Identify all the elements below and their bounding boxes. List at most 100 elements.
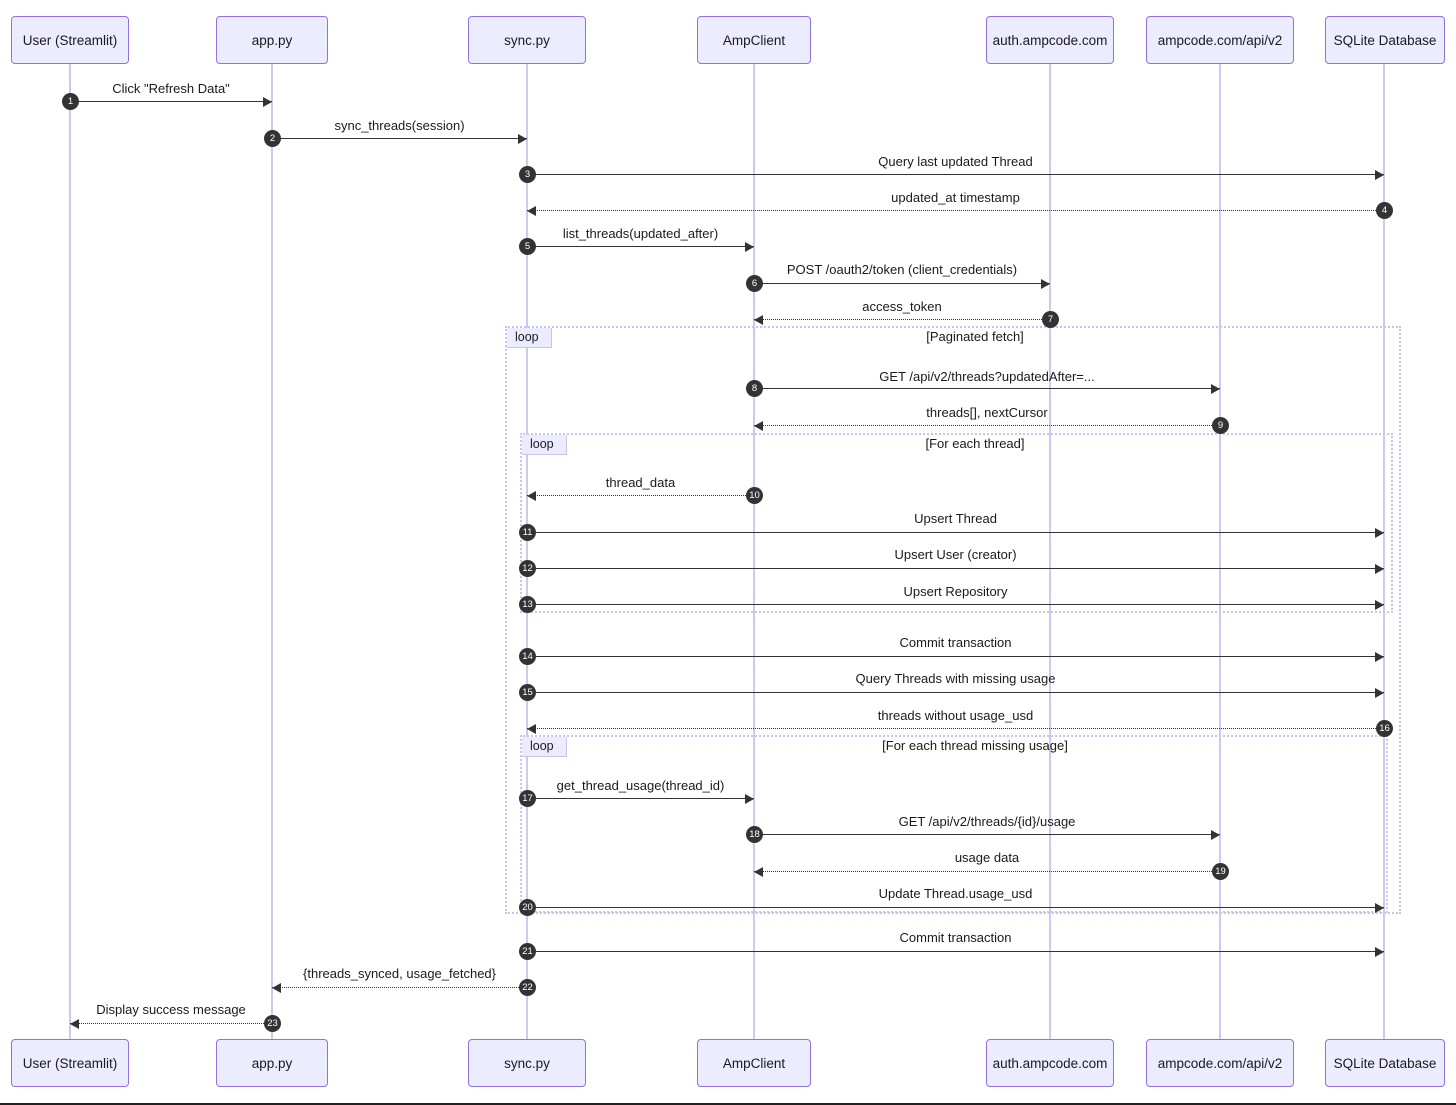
participant-label: app.py: [251, 1055, 293, 1071]
arrow-head-1: [263, 97, 272, 107]
message-line-16: [527, 728, 1384, 729]
participant-auth-header[interactable]: auth.ampcode.com: [986, 16, 1114, 64]
arrow-head-14: [1375, 652, 1384, 662]
message-line-9: [754, 425, 1220, 426]
lifeline-user: [69, 64, 71, 1039]
sequence-badge-8: 8: [746, 380, 763, 397]
participant-db-header[interactable]: SQLite Database: [1325, 16, 1445, 64]
arrow-head-20: [1375, 903, 1384, 913]
sequence-badge-11: 11: [519, 524, 536, 541]
sequence-badge-9: 9: [1212, 417, 1229, 434]
participant-user-footer[interactable]: User (Streamlit): [11, 1039, 129, 1087]
loop-for-each-thread-condition: [For each thread]: [925, 436, 1025, 451]
sequence-badge-14: 14: [519, 648, 536, 665]
participant-api-footer[interactable]: ampcode.com/api/v2: [1146, 1039, 1294, 1087]
message-line-21: [527, 951, 1384, 952]
lifeline-amp: [753, 64, 755, 1039]
sequence-badge-2: 2: [264, 130, 281, 147]
participant-label: app.py: [251, 32, 293, 48]
participant-label: ampcode.com/api/v2: [1157, 1055, 1283, 1071]
sequence-badge-21: 21: [519, 943, 536, 960]
participant-label: AmpClient: [722, 32, 786, 48]
sequence-badge-10: 10: [746, 487, 763, 504]
arrow-head-2: [518, 134, 527, 144]
lifeline-auth: [1049, 64, 1051, 1039]
participant-label: auth.ampcode.com: [992, 32, 1108, 48]
message-label-20: Update Thread.usage_usd: [878, 886, 1033, 901]
arrow-head-5: [745, 242, 754, 252]
participant-sync-footer[interactable]: sync.py: [468, 1039, 586, 1087]
lifeline-api: [1219, 64, 1221, 1039]
loop-missing-usage-condition: [For each thread missing usage]: [882, 738, 1068, 753]
arrow-head-3: [1375, 170, 1384, 180]
message-label-17: get_thread_usage(thread_id): [556, 778, 725, 793]
participant-app-footer[interactable]: app.py: [216, 1039, 328, 1087]
participant-app-header[interactable]: app.py: [216, 16, 328, 64]
participant-label: sync.py: [504, 32, 550, 48]
message-label-3: Query last updated Thread: [878, 154, 1033, 169]
participant-auth-footer[interactable]: auth.ampcode.com: [986, 1039, 1114, 1087]
message-line-7: [754, 319, 1050, 320]
message-line-5: [527, 246, 754, 247]
participant-label: SQLite Database: [1333, 32, 1437, 48]
arrow-head-19: [754, 867, 763, 877]
lifeline-sync: [526, 64, 528, 1039]
sequence-badge-16: 16: [1376, 720, 1393, 737]
participant-label: User (Streamlit): [22, 32, 118, 48]
arrow-head-18: [1211, 830, 1220, 840]
message-line-2: [272, 138, 527, 139]
lifeline-app: [271, 64, 273, 1039]
participant-user-header[interactable]: User (Streamlit): [11, 16, 129, 64]
participant-label: SQLite Database: [1333, 1055, 1437, 1071]
sequence-badge-13: 13: [519, 596, 536, 613]
participant-label: User (Streamlit): [22, 1055, 118, 1071]
arrow-head-8: [1211, 384, 1220, 394]
sequence-badge-19: 19: [1212, 863, 1229, 880]
message-label-22: {threads_synced, usage_fetched}: [303, 966, 496, 981]
message-label-21: Commit transaction: [899, 930, 1012, 945]
sequence-badge-4: 4: [1376, 202, 1393, 219]
message-label-10: thread_data: [605, 475, 676, 490]
participant-db-footer[interactable]: SQLite Database: [1325, 1039, 1445, 1087]
arrow-head-4: [527, 206, 536, 216]
participant-label: ampcode.com/api/v2: [1157, 32, 1283, 48]
arrow-head-13: [1375, 600, 1384, 610]
arrow-head-6: [1041, 279, 1050, 289]
message-line-1: [70, 101, 272, 102]
message-label-9: threads[], nextCursor: [926, 405, 1048, 420]
sequence-badge-1: 1: [62, 93, 79, 110]
sequence-badge-15: 15: [519, 684, 536, 701]
participant-amp-footer[interactable]: AmpClient: [697, 1039, 811, 1087]
message-label-7: access_token: [862, 299, 942, 314]
message-label-2: sync_threads(session): [334, 118, 465, 133]
participant-api-header[interactable]: ampcode.com/api/v2: [1146, 16, 1294, 64]
sequence-badge-6: 6: [746, 275, 763, 292]
message-line-18: [754, 834, 1220, 835]
arrow-head-17: [745, 794, 754, 804]
participant-amp-header[interactable]: AmpClient: [697, 16, 811, 64]
participant-label: sync.py: [504, 1055, 550, 1071]
message-label-11: Upsert Thread: [914, 511, 997, 526]
participant-label: AmpClient: [722, 1055, 786, 1071]
sequence-badge-20: 20: [519, 899, 536, 916]
arrow-head-21: [1375, 947, 1384, 957]
arrow-head-22: [272, 983, 281, 993]
arrow-head-10: [527, 491, 536, 501]
arrow-head-23: [70, 1019, 79, 1029]
loop-paginated-fetch-condition: [Paginated fetch]: [926, 329, 1024, 344]
participant-sync-header[interactable]: sync.py: [468, 16, 586, 64]
message-line-13: [527, 604, 1384, 605]
arrow-head-12: [1375, 564, 1384, 574]
message-label-5: list_threads(updated_after): [562, 226, 719, 241]
message-line-4: [527, 210, 1384, 211]
sequence-badge-5: 5: [519, 238, 536, 255]
message-label-19: usage data: [954, 850, 1020, 865]
message-line-22: [272, 987, 527, 988]
message-label-1: Click "Refresh Data": [112, 81, 230, 96]
message-line-12: [527, 568, 1384, 569]
message-line-15: [527, 692, 1384, 693]
message-line-14: [527, 656, 1384, 657]
arrow-head-9: [754, 421, 763, 431]
message-label-16: threads without usage_usd: [877, 708, 1034, 723]
